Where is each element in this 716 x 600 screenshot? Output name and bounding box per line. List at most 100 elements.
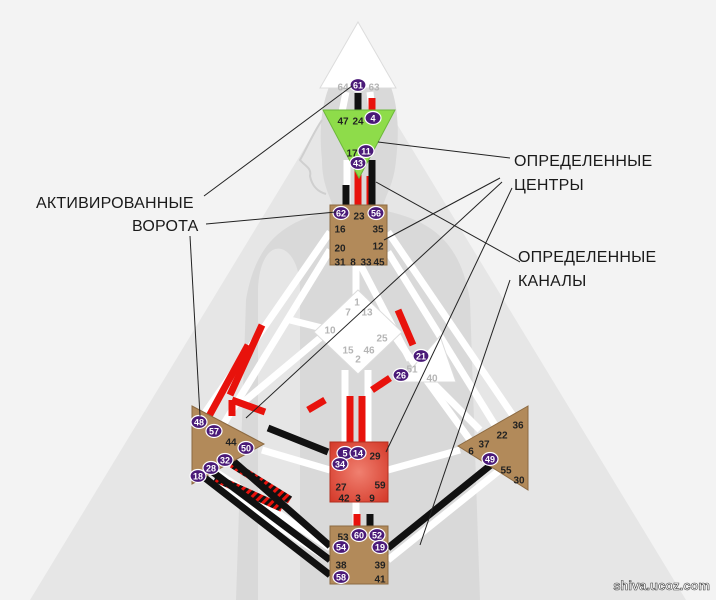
leader-centers-ajna [377,141,511,159]
gate-42: 42 [338,494,350,505]
gate-33: 33 [360,258,372,269]
gate-50: 50 [241,444,251,454]
gate-badge-61 [349,77,367,93]
gate-badge-50 [237,440,255,456]
gate-badge-57 [205,423,223,439]
channel-21-45 [394,308,417,347]
label-activated-gates-2: ВОРОТА [132,218,199,235]
gate-34: 34 [335,460,345,470]
channel-48-16-b [204,343,252,420]
gate-badge-58 [332,569,350,585]
gate-41: 41 [374,575,386,586]
channel-26-44-a [370,375,392,393]
channel-50-27 [266,424,330,456]
gate-badge-62 [332,205,350,221]
gate-badge-43 [349,155,367,171]
channel-48-16-a [226,323,266,397]
gate-badge-34 [331,456,349,472]
gate-badge-49 [481,451,499,467]
channel-throat-sp-inner [385,250,501,432]
open-channels [197,91,519,563]
channel-64-47 [338,91,350,113]
gate-47: 47 [337,117,349,128]
gate-21: 21 [416,352,426,362]
gate-badge-56 [367,205,385,221]
gate-36: 36 [512,421,524,432]
channel-g-spleen [237,325,335,408]
gate-badge-28 [202,460,220,476]
channel-spleen-sacral-1 [261,446,331,474]
leader-gates-48 [189,235,201,417]
gate-25: 25 [376,334,388,345]
gate-16: 16 [334,225,346,236]
gate-20: 20 [334,244,346,255]
gate-badge-48 [190,414,208,430]
gate-23: 23 [353,212,365,223]
gate-51: 51 [406,365,418,376]
gate-4: 4 [370,114,375,124]
gate-59: 59 [374,481,386,492]
gate-40: 40 [426,374,438,385]
face-profile [298,119,327,195]
g-center [313,289,403,375]
gate-badge-21 [412,348,430,364]
gate-7: 7 [345,308,351,319]
gate-57: 57 [209,427,219,437]
label-defined-channels-1: ОПРЕДЕЛЕННЫЕ [518,249,656,266]
channel-26-44-b [306,396,327,414]
gate-43: 43 [353,159,363,169]
gate-52: 52 [372,531,382,541]
gate-26: 26 [396,371,406,381]
channel-sp-root-1 [385,467,503,563]
channel-57-20-b [230,396,267,416]
leader-channels-root [419,279,511,546]
leader-centers-throat [383,177,501,241]
gate-badge-26 [392,367,410,383]
gate-badge-4 [364,110,382,126]
leader-gates-62 [205,211,337,225]
callout-lines [189,85,521,546]
gate-badge-32 [216,452,234,468]
label-activated-gates-1: АКТИВИРОВАННЫЕ [36,195,194,212]
gate-38: 38 [335,561,347,572]
gate-12: 12 [372,242,384,253]
label-defined-centers-2: ЦЕНТРЫ [514,177,584,194]
label-defined-channels-2: КАНАЛЫ [518,273,586,290]
gate-badge-18 [189,468,207,484]
gate-badge-11 [357,143,375,159]
gate-17: 17 [346,149,358,160]
gate-15: 15 [342,346,354,357]
gate-14: 14 [353,449,363,459]
gate-39: 39 [374,561,386,572]
gate-62: 62 [336,209,346,219]
gate-35: 35 [372,225,384,236]
gate-55: 55 [500,466,512,477]
gate-8: 8 [350,258,356,269]
gate-9: 9 [369,494,375,505]
gate-63: 63 [368,83,380,94]
gate-24: 24 [352,117,364,128]
gate-28: 28 [206,464,216,474]
gate-badge-54 [332,539,350,555]
gate-5: 5 [342,449,347,459]
gate-53: 53 [337,533,349,544]
gate-11: 11 [361,147,371,157]
gate-56: 56 [371,209,381,219]
gate-badge-14 [349,445,367,461]
gate-37: 37 [478,440,490,451]
gate-61: 61 [353,81,363,91]
label-defined-centers-1: ОПРЕДЕЛЕННЫЕ [514,153,652,170]
channel-ego-sp [427,377,483,433]
gate-32: 32 [220,456,230,466]
gate-6: 6 [468,447,474,458]
gate-46: 46 [363,346,375,357]
gate-54: 54 [336,543,346,553]
gate-badge-19 [371,539,389,555]
gate-58: 58 [336,573,346,583]
gate-49: 49 [485,455,495,465]
leader-centers-sacral [385,187,513,453]
gate-64: 64 [337,83,349,94]
watermark: shiva.ucoz.com [613,578,710,593]
personality-channels [202,93,495,578]
